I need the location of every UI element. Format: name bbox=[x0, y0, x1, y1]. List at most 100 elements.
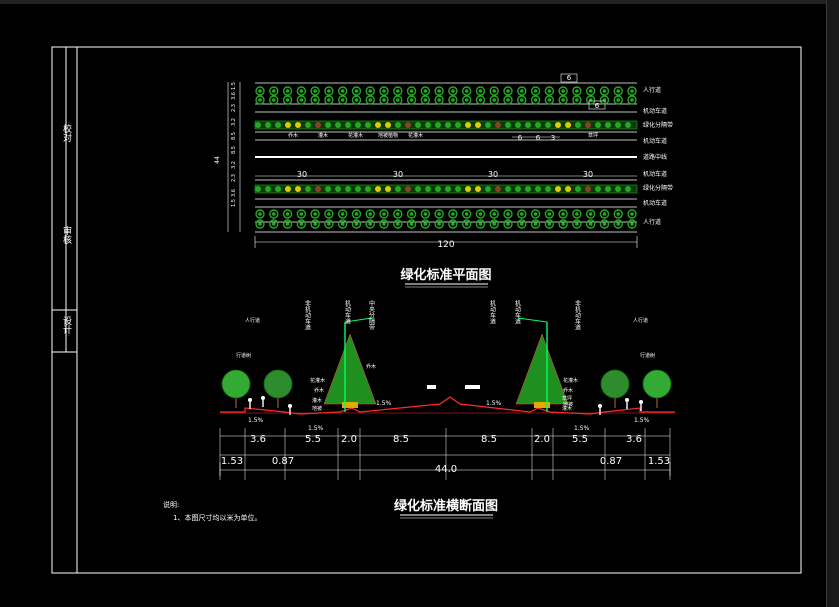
plan-shrub-icon bbox=[475, 122, 481, 128]
plan-tree-core-icon bbox=[340, 89, 345, 93]
plan-inline-label: 花灌木 bbox=[408, 132, 423, 139]
plan-tree-core-icon bbox=[327, 222, 331, 226]
plan-tree-core-icon bbox=[258, 98, 262, 102]
plan-shrub-icon bbox=[555, 122, 561, 128]
plan-tree-core-icon bbox=[575, 89, 579, 93]
plan-tree-core-icon bbox=[271, 98, 276, 102]
section-top-labels: 非机动车道机动车道中央分隔带机动车道机动车道非机动车道人行道行道树花灌木乔木人行… bbox=[236, 299, 655, 412]
section-ground-line bbox=[220, 396, 675, 415]
plan-tree-icon bbox=[282, 95, 293, 105]
plan-tree-core-icon bbox=[492, 89, 497, 93]
plan-shrub-icon bbox=[295, 186, 301, 192]
plan-tree-icon bbox=[613, 86, 623, 96]
plan-tree-core-icon bbox=[451, 98, 455, 102]
plan-tree-icon bbox=[599, 209, 610, 219]
plan-shrub-icon bbox=[475, 186, 481, 192]
plan-tree-icon bbox=[406, 219, 417, 229]
plan-tree-icon bbox=[517, 209, 527, 219]
plan-tree-core-icon bbox=[313, 98, 317, 102]
plan-tree-core-icon bbox=[561, 98, 565, 102]
section-slope: 1.5% bbox=[634, 417, 650, 424]
plan-inline-dim-3: 3 bbox=[551, 134, 555, 142]
section-dim-1: 5.5 bbox=[572, 434, 588, 445]
section-slope: 1.5% bbox=[376, 400, 392, 407]
plan-tree-core-icon bbox=[464, 222, 469, 226]
plan-tree-icon bbox=[448, 209, 458, 219]
plan-tree-icon bbox=[324, 95, 334, 105]
plan-tree-icon bbox=[489, 219, 499, 229]
plan-tree-core-icon bbox=[533, 212, 538, 216]
plan-right-label: 绿化分隔带 bbox=[643, 121, 673, 129]
plan-tree-icon bbox=[282, 209, 293, 219]
pedestrian-icon bbox=[598, 404, 602, 408]
plan-tree-icon bbox=[255, 86, 265, 96]
plan-tree-core-icon bbox=[271, 222, 276, 226]
plan-tree-icon bbox=[503, 219, 513, 229]
plan-shrub-icon bbox=[455, 122, 461, 128]
plan-shrub-icon bbox=[525, 122, 531, 128]
plan-tree-core-icon bbox=[588, 222, 593, 226]
section-right-label: 乔木 bbox=[563, 387, 573, 394]
plan-tree-core-icon bbox=[327, 89, 331, 93]
plan-tree-icon bbox=[572, 209, 582, 219]
plan-inline-label: 花灌木 bbox=[348, 132, 363, 139]
pedestrian-icon bbox=[248, 398, 252, 402]
plan-shrub-icon bbox=[405, 186, 411, 192]
plan-shrub-icon bbox=[525, 186, 531, 192]
section-top-label: 机动车道 bbox=[514, 299, 521, 325]
section-right-label: 人行道 bbox=[633, 317, 648, 324]
plan-top-dim-2: 6 bbox=[595, 102, 600, 110]
plan-tree-core-icon bbox=[533, 98, 538, 102]
section-title: 绿化标准横断面图 bbox=[394, 498, 498, 514]
plan-shrub-icon bbox=[265, 186, 271, 192]
plan-right-label: 机动车道 bbox=[643, 107, 667, 115]
plan-tree-core-icon bbox=[602, 89, 607, 93]
plan-tree-icon bbox=[269, 86, 279, 96]
street-lamp-left bbox=[344, 317, 373, 412]
plan-tree-icon bbox=[393, 86, 403, 96]
plan-tree-icon bbox=[530, 219, 541, 229]
plan-tree-icon bbox=[296, 219, 307, 229]
plan-shrub-icon bbox=[585, 122, 591, 128]
plan-shrub-icon bbox=[305, 186, 311, 192]
plan-shrub-icon bbox=[515, 122, 521, 128]
title-block-cell-1: 校对 bbox=[61, 123, 72, 142]
plan-tree-core-icon bbox=[519, 98, 524, 102]
plan-tree-icon bbox=[351, 86, 362, 96]
plan-shrub-icon bbox=[385, 186, 391, 192]
plan-tree-icon bbox=[310, 95, 320, 105]
plan-tree-icon bbox=[627, 209, 637, 219]
plan-tree-icon bbox=[434, 219, 444, 229]
plan-tree-icon bbox=[337, 209, 348, 219]
plan-tree-core-icon bbox=[451, 89, 455, 93]
plan-tree-core-icon bbox=[561, 89, 565, 93]
title-block-cell-2: 审核 bbox=[61, 225, 72, 245]
plan-tree-core-icon bbox=[547, 212, 552, 216]
section-slope: 1.5% bbox=[574, 425, 590, 432]
plan-tree-core-icon bbox=[285, 98, 290, 102]
window-right-scrollbar[interactable] bbox=[826, 0, 839, 607]
plan-tree-icon bbox=[393, 219, 403, 229]
plan-tree-core-icon bbox=[313, 212, 317, 216]
plan-tree-core-icon bbox=[409, 89, 414, 93]
plan-shrub-icon bbox=[395, 122, 401, 128]
section-dim-2: 1.53 bbox=[648, 456, 670, 467]
plan-tree-icon bbox=[255, 209, 265, 219]
plan-tree-core-icon bbox=[451, 212, 455, 216]
section-top-label: 非机动车道 bbox=[304, 299, 311, 331]
pedestrian-icon bbox=[639, 400, 643, 404]
plan-tree-core-icon bbox=[409, 212, 414, 216]
plan-tree-icon bbox=[393, 209, 403, 219]
plan-shrub-icon bbox=[595, 186, 601, 192]
plan-tree-icon bbox=[503, 95, 513, 105]
plan-shrub-icon bbox=[545, 186, 551, 192]
section-mid-label: 草坪 bbox=[562, 395, 572, 402]
plan-tree-icon bbox=[282, 86, 293, 96]
plan-shrub-icon bbox=[565, 186, 571, 192]
plan-shrub-icon bbox=[535, 122, 541, 128]
plan-shrub-icon bbox=[345, 122, 351, 128]
plan-shrub-icon bbox=[315, 186, 321, 192]
plan-tree-core-icon bbox=[340, 222, 345, 226]
